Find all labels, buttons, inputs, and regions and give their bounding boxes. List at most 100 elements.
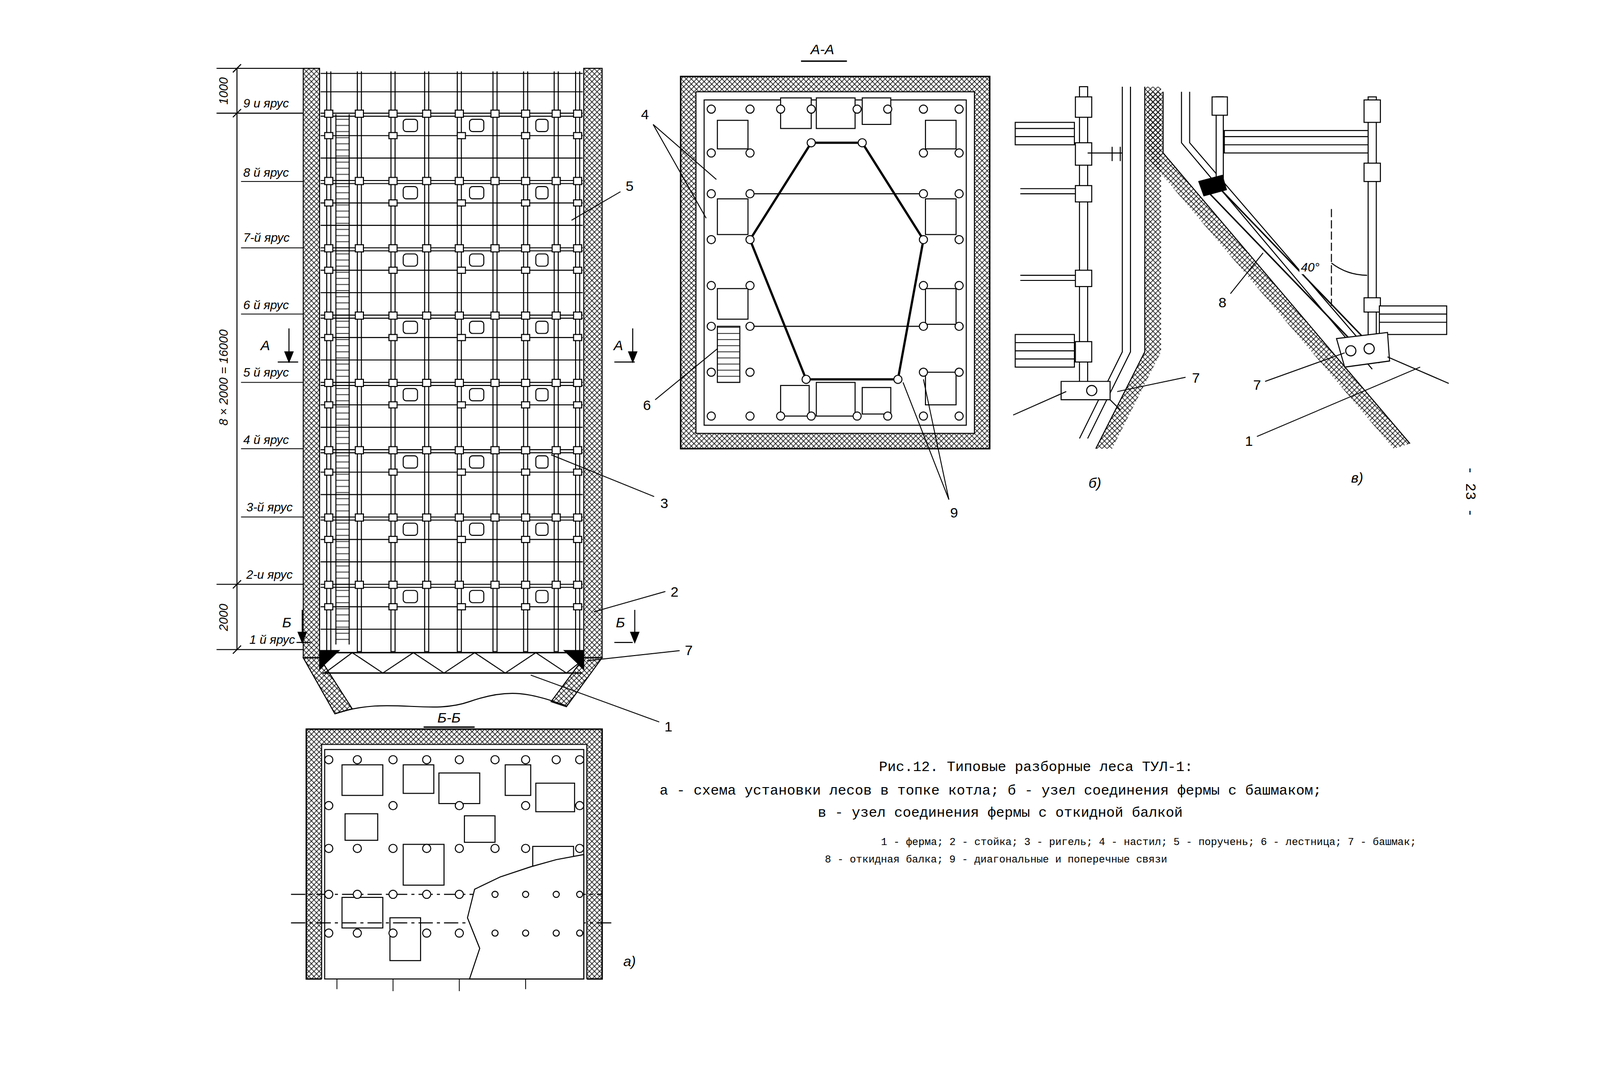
detail-truss-shoe — [1013, 391, 1121, 416]
scaffold-tiers — [320, 244, 583, 315]
leader-lines — [1256, 367, 1420, 437]
section-a-a — [925, 288, 957, 325]
section-a-a — [707, 189, 716, 198]
section-a-a — [707, 281, 716, 290]
section-a-a — [955, 189, 964, 198]
leader-lines — [903, 379, 949, 500]
section-label: А — [259, 337, 272, 353]
section-b-b — [552, 930, 560, 937]
section-a-a — [955, 322, 964, 331]
detail-truss-beam — [1331, 263, 1368, 276]
leader-lines — [586, 650, 680, 661]
detail-truss-beam — [1330, 209, 1332, 307]
view-letter: в) — [1349, 470, 1365, 486]
section-b-b — [490, 755, 499, 764]
leader-lines — [1117, 377, 1186, 392]
section-a-a — [919, 412, 928, 421]
section-a-a — [883, 105, 892, 114]
section-b-b — [388, 890, 397, 899]
section-a-a — [919, 368, 928, 377]
detail-truss-beam — [1212, 97, 1228, 116]
dimension-text: 2000 — [216, 602, 231, 633]
furnace-wall — [303, 68, 603, 715]
section-b-b — [455, 801, 464, 810]
truss — [319, 650, 339, 669]
section-a-a — [707, 105, 716, 114]
section-a-a — [695, 91, 975, 434]
section-a-a — [745, 322, 754, 331]
section-b-b — [576, 891, 583, 898]
section-a-a — [745, 412, 754, 421]
detail-truss-beam — [1181, 91, 1380, 370]
section-b-b — [353, 755, 362, 764]
section-a-a — [707, 322, 716, 331]
section-a-a — [707, 148, 716, 157]
section-a-a — [919, 281, 928, 290]
section-b-b — [455, 929, 464, 938]
detail-truss-shoe — [1086, 385, 1097, 396]
section-label: А — [612, 337, 625, 353]
callout-number: 8 — [1217, 294, 1229, 310]
section-a-a — [883, 412, 892, 421]
section-a-a — [717, 120, 749, 149]
section-a-a — [745, 235, 754, 244]
ladder — [336, 114, 350, 645]
leader-lines — [530, 675, 660, 723]
section-b-b — [552, 755, 561, 764]
section-b-b — [521, 801, 530, 810]
section-a-a — [919, 105, 928, 114]
section-a-a — [919, 189, 928, 198]
section-b-b — [575, 755, 584, 764]
section-a-a — [807, 138, 816, 147]
section-a-a — [862, 387, 891, 414]
section-a-a — [893, 375, 902, 384]
section-b-b — [455, 890, 464, 899]
section-a-a — [925, 120, 957, 149]
section-b-b — [536, 783, 575, 813]
section-a-a — [925, 198, 957, 235]
caption-line: в - узел соединения фермы с откидной бал… — [816, 805, 1185, 822]
leader-lines — [530, 124, 1421, 723]
detail-truss-shoe — [1015, 342, 1075, 360]
truss — [322, 652, 582, 674]
section-b-b — [388, 929, 397, 938]
section-a-a — [807, 105, 816, 114]
section-b-b — [324, 929, 333, 938]
detail-truss-shoe — [1015, 122, 1075, 146]
section-b-b — [492, 891, 499, 898]
detail-truss-beam — [1379, 305, 1447, 335]
section-marks — [630, 632, 639, 643]
caption-line: а - схема установки лесов в топке котла;… — [658, 783, 1323, 799]
section-a-a — [776, 412, 785, 421]
caption-title: Рис.12. Типовые разборные леса ТУЛ-1: — [877, 759, 1195, 776]
section-b-b — [422, 929, 431, 938]
scaffold-tiers — [320, 379, 583, 450]
tier-label: 8 й ярус — [241, 165, 291, 180]
section-a-a — [704, 99, 967, 426]
tier-label: 4 й ярус — [241, 433, 291, 447]
truss — [319, 650, 584, 674]
dimension-lines — [236, 68, 238, 650]
detail-truss-shoe — [1015, 128, 1075, 137]
detail-truss-beam — [1364, 297, 1381, 313]
section-a-a — [745, 281, 754, 290]
section-a-a — [919, 322, 928, 331]
section-label: Б — [614, 614, 627, 631]
callout-number: 1 — [1243, 433, 1255, 449]
section-b-b — [438, 773, 480, 804]
section-a-a — [707, 368, 716, 377]
detail-truss-beam — [1224, 136, 1369, 145]
detail-truss-shoe — [1075, 142, 1092, 166]
section-a-a — [680, 76, 990, 449]
section-b-b — [353, 890, 362, 899]
section-a-a — [717, 288, 749, 320]
detail-truss-shoe — [1013, 86, 1162, 449]
tier-label: 6 й ярус — [241, 298, 291, 313]
scaffold-tiers — [320, 446, 583, 518]
detail-truss-shoe — [1015, 334, 1075, 368]
section-a-a — [955, 412, 964, 421]
section-b-b — [321, 744, 587, 984]
detail-truss-beam — [1147, 91, 1449, 449]
section-a-a — [780, 385, 810, 417]
section-marks — [277, 328, 635, 363]
